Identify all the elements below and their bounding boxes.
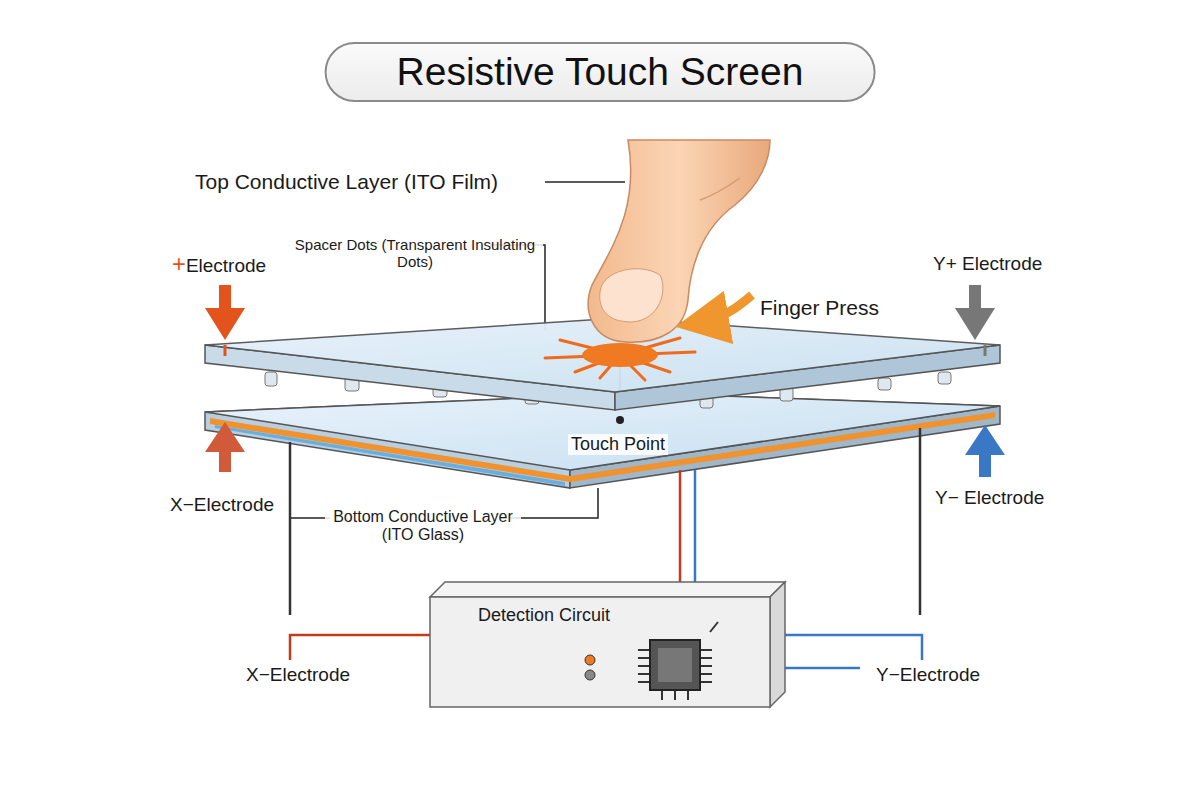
spacer-label: Spacer Dots (Transparent Insulating Dots… <box>287 236 543 271</box>
electrode-label: X−Electrode <box>170 494 274 516</box>
electrode-label: +Electrode <box>172 250 266 277</box>
electrode-label: Y+ Electrode <box>933 253 1042 275</box>
electrode-label: X−Electrode <box>246 664 350 686</box>
layer-label: Top Conductive Layer (ITO Film) <box>192 170 501 194</box>
title: Resistive Touch Screen <box>325 42 876 102</box>
electrode-label: Y−Electrode <box>876 664 980 686</box>
point-label: Touch Point <box>568 434 668 455</box>
electrode-label: Y− Electrode <box>935 487 1044 509</box>
layer-label: Bottom Conductive Layer (ITO Glass) <box>325 508 521 545</box>
circuit-box: Detection Circuit <box>430 597 770 707</box>
box-label: Detection Circuit <box>478 605 610 626</box>
action-label: Finger Press <box>760 296 879 320</box>
